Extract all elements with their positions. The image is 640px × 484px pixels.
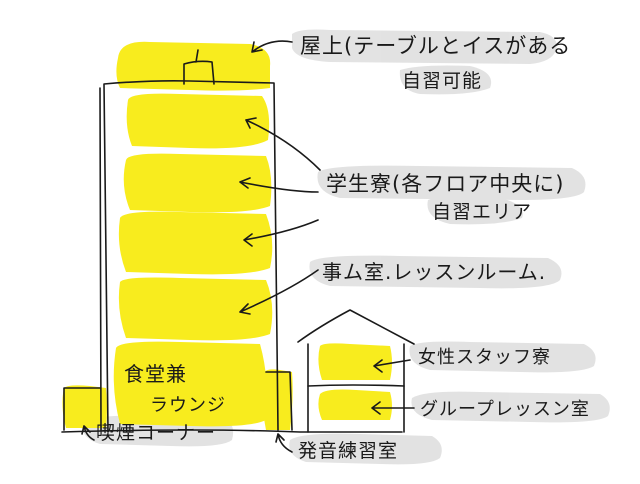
female-staff-dorm-label: 女性スタッフ寮: [418, 347, 551, 368]
arrow-pronunciation: [275, 433, 293, 453]
rooftop-highlight: [116, 41, 271, 91]
female-staff-highlight: [318, 343, 392, 380]
ground-line: [61, 429, 403, 433]
rooftop-label-bg: [292, 29, 557, 64]
arrow-floor-2: [239, 177, 319, 193]
floor-highlight-3: [118, 211, 273, 275]
leader-arrows: [81, 40, 415, 453]
tower-outline-inner: [99, 87, 102, 431]
dorm-label-line2: 自習エリア: [432, 201, 533, 223]
house-roof: [297, 309, 415, 345]
cafeteria-highlight: [113, 341, 268, 427]
smoking-corner-label: 喫煙コーナー: [96, 422, 217, 444]
floor-highlight-1: [126, 93, 270, 149]
arrow-floor-1: [245, 117, 321, 171]
house-walls: [307, 343, 405, 433]
arrow-rooftop: [251, 40, 293, 53]
dorm-label-bg-2: [427, 195, 523, 225]
rooftop-label-line1: 屋上(テーブルとイスがある: [300, 34, 572, 58]
rooftop-label-line2: 自習可能: [402, 70, 483, 92]
tower-outline: [103, 80, 279, 433]
lounge-label: ラウンジ: [150, 395, 226, 416]
dorm-label-bg: [317, 165, 586, 200]
arrow-group-lesson: [371, 401, 415, 415]
building-outlines: [61, 49, 415, 433]
house-floor-divider: [307, 384, 405, 387]
pronunciation-label-bg: [289, 433, 442, 465]
group-lesson-highlight: [318, 389, 392, 420]
group-lesson-room-label: グループレッスン室: [420, 399, 590, 420]
arrow-female-staff: [373, 359, 411, 373]
yellow-highlights: [62, 41, 392, 430]
smoking-highlight: [62, 385, 107, 428]
dorm-label-line1: 学生寮(各フロア中央に): [326, 172, 565, 196]
arrow-smoking: [81, 425, 95, 441]
office-label-bg: [309, 255, 562, 289]
arrow-floor-3: [243, 219, 319, 247]
floor-highlight-4: [118, 277, 273, 341]
female-staff-label-bg: [409, 341, 596, 373]
group-lesson-label-bg: [411, 391, 610, 423]
floor-highlight-2: [123, 153, 272, 213]
rooftop-label-bg-2: [399, 65, 492, 95]
office-lesson-label: 事ム室.レッスンルーム.: [322, 260, 547, 284]
roof-structure: [183, 49, 215, 85]
smoking-box: [63, 387, 101, 431]
cafeteria-label: 食堂兼: [124, 362, 187, 386]
pronunciation-room-label: 発音練習室: [298, 440, 399, 462]
pronunciation-box: [265, 371, 293, 431]
arrow-office: [239, 269, 319, 315]
